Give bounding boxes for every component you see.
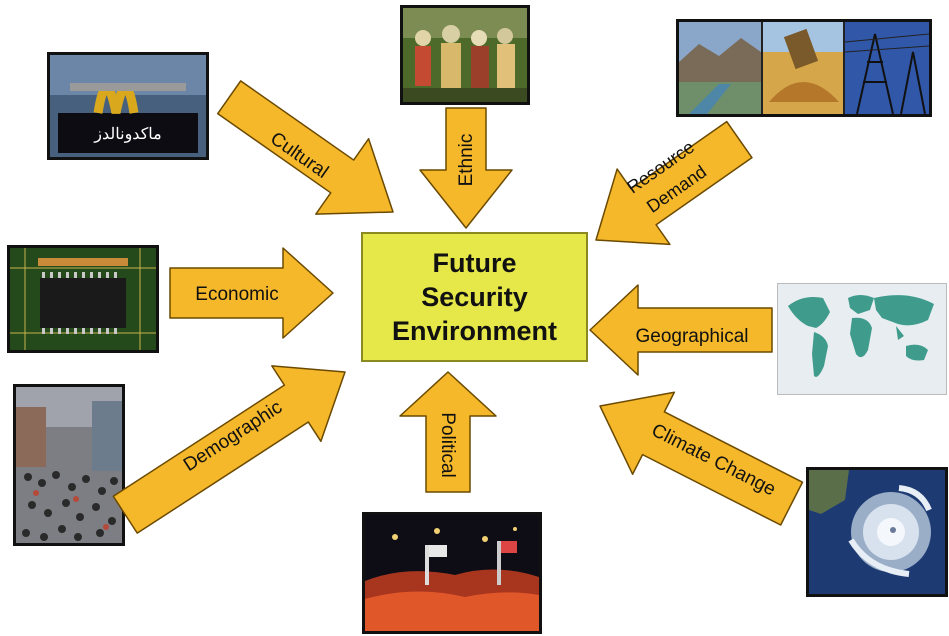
ethnic-arrow [419, 107, 513, 229]
political-protest-photo [362, 512, 542, 634]
world-map-photo [777, 283, 947, 395]
microchip-illustration [10, 248, 156, 350]
cultural-arrow [216, 80, 394, 215]
microchip-photo [7, 245, 159, 353]
demographic-crowd-photo [13, 384, 125, 546]
resource-demand-photo [676, 19, 932, 117]
political-label: Political [437, 412, 458, 477]
economic-label: Economic [195, 284, 278, 305]
mcdonalds-photo: ماكدونالدز [47, 52, 209, 160]
economic-arrow [169, 247, 334, 339]
climate-change-arrow [599, 391, 804, 526]
political-protest-illustration [365, 515, 539, 631]
geographical-label: Geographical [635, 326, 748, 347]
demographic-crowd-illustration [16, 387, 122, 543]
ethnic-label: Ethnic [456, 134, 477, 187]
hurricane-illustration [809, 470, 945, 594]
resource-demand-illustration [679, 22, 929, 114]
ethnic-crowd-illustration [403, 8, 527, 102]
center-box: Future Security Environment [361, 232, 588, 362]
world-map-illustration [778, 284, 946, 394]
political-arrow [399, 371, 497, 493]
hurricane-photo [806, 467, 948, 597]
center-title: Future Security Environment [391, 248, 558, 346]
resource-demand-arrow [595, 120, 753, 246]
demographic-arrow [112, 365, 346, 534]
mcdonalds-sign-text: ماكدونالدز [93, 126, 162, 143]
geographical-arrow [589, 284, 773, 376]
ethnic-crowd-photo [400, 5, 530, 105]
mcdonalds-illustration: ماكدونالدز [50, 55, 206, 157]
